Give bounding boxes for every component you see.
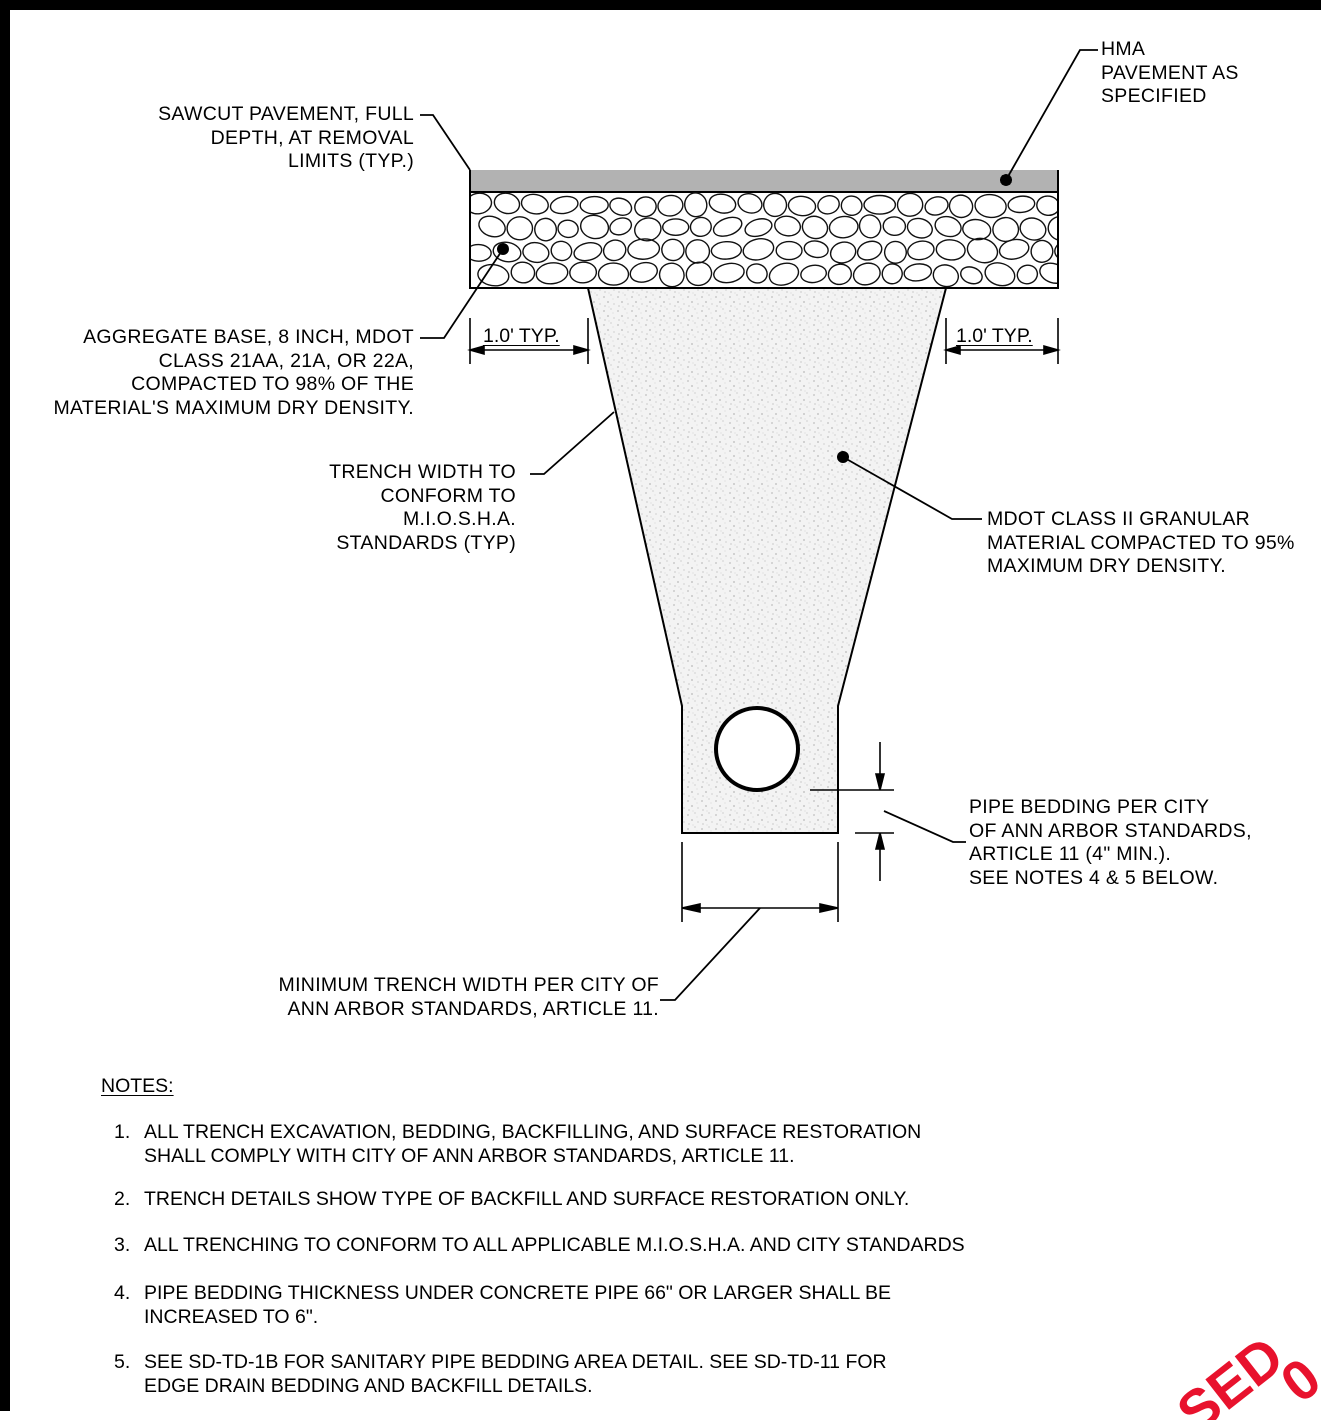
dim-left	[467, 318, 591, 364]
label-min-width: MINIMUM TRENCH WIDTH PER CITY OF ANN ARB…	[278, 974, 659, 1020]
dim-bedding	[810, 742, 894, 881]
pipe	[714, 706, 800, 792]
hma-pavement-layer	[470, 170, 1058, 192]
dim-left-label: 1.0' TYP.	[483, 325, 560, 347]
dim-right-label: 1.0' TYP.	[956, 325, 1033, 347]
label-bedding: PIPE BEDDING PER CITY OF ANN ARBOR STAND…	[969, 796, 1252, 889]
note-1: 1.ALL TRENCH EXCAVATION, BEDDING, BACKFI…	[114, 1121, 922, 1167]
label-aggregate: AGGREGATE BASE, 8 INCH, MDOT CLASS 21AA,…	[53, 326, 414, 419]
label-sawcut: SAWCUT PAVEMENT, FULL DEPTH, AT REMOVAL …	[158, 103, 414, 172]
notes-title: NOTES:	[101, 1075, 174, 1097]
label-hma: HMA PAVEMENT AS SPECIFIED	[1101, 38, 1239, 107]
label-granular: MDOT CLASS II GRANULAR MATERIAL COMPACTE…	[987, 508, 1295, 577]
revised-stamp: SED 0	[1165, 1324, 1321, 1420]
note-3: 3.ALL TRENCHING TO CONFORM TO ALL APPLIC…	[114, 1234, 965, 1256]
aggregate-base-layer	[469, 191, 1059, 289]
dim-right	[943, 318, 1061, 364]
trench-backfill	[586, 287, 948, 834]
note-4: 4.PIPE BEDDING THICKNESS UNDER CONCRETE …	[114, 1282, 892, 1328]
note-5: 5.SEE SD-TD-1B FOR SANITARY PIPE BEDDING…	[114, 1351, 887, 1397]
leaders	[420, 49, 1098, 1001]
label-trench-width: TRENCH WIDTH TO CONFORM TO M.I.O.S.H.A. …	[329, 461, 516, 554]
dim-bottom-width	[681, 842, 839, 922]
note-2: 2.TRENCH DETAILS SHOW TYPE OF BACKFILL A…	[114, 1188, 910, 1210]
